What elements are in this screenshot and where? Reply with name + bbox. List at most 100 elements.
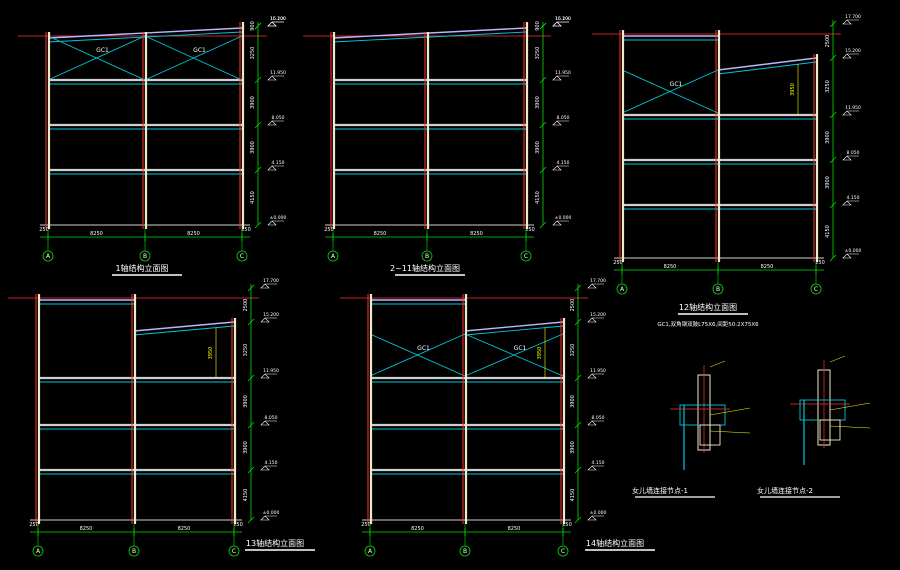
dimension-tick bbox=[247, 374, 255, 382]
storey-dimension-text: 4150 bbox=[243, 489, 249, 502]
note-dimension-text: 3950 bbox=[790, 83, 796, 96]
level-mark-text: ±0.000 bbox=[845, 248, 862, 254]
level-triangle bbox=[552, 75, 562, 81]
dimension-tick bbox=[254, 22, 262, 30]
brace-diagonal bbox=[144, 35, 243, 81]
end-dimension-text: 250 bbox=[233, 522, 243, 528]
brace-label: GC1 bbox=[514, 345, 527, 352]
level-mark-text: 8.050 bbox=[557, 115, 570, 121]
end-dimension-text: 250 bbox=[562, 522, 572, 528]
storey-dimension-text: 3900 bbox=[243, 441, 249, 454]
bay-dimension-text: 8250 bbox=[411, 526, 424, 532]
detail-title: 女儿墙连接节点-2 bbox=[757, 486, 813, 495]
dimension-tick bbox=[574, 421, 582, 429]
roof-beam-low bbox=[464, 321, 564, 332]
level-triangle bbox=[552, 21, 562, 27]
level-mark-text: 16.100 bbox=[270, 16, 286, 22]
end-dimension-text: 250 bbox=[525, 227, 535, 233]
dimension-tick bbox=[574, 516, 582, 524]
level-triangle bbox=[842, 200, 852, 206]
grid-label: C bbox=[524, 253, 528, 260]
parapet-detail-2: 女儿墙连接节点-2 bbox=[757, 355, 871, 498]
grid-label: A bbox=[620, 286, 625, 293]
annotation-leader bbox=[829, 425, 871, 429]
level-mark-text: 17.700 bbox=[590, 278, 606, 284]
grid-bubble bbox=[228, 545, 240, 557]
dimension-tick bbox=[539, 166, 547, 174]
storey-dimension-text: 3900 bbox=[243, 395, 249, 408]
grid-bubble bbox=[42, 250, 54, 262]
dimension-tick bbox=[829, 111, 837, 119]
level-mark-text: 4.150 bbox=[272, 160, 285, 166]
level-mark-text: 4.150 bbox=[592, 460, 605, 466]
storey-dimension-text: 2500 bbox=[570, 299, 576, 312]
dimension-tick bbox=[247, 284, 255, 292]
level-mark-text: 11.950 bbox=[590, 368, 606, 374]
bay-dimension-text: 8250 bbox=[508, 526, 521, 532]
roof-beam bbox=[332, 27, 527, 39]
bay-dimension-text: 8250 bbox=[374, 231, 387, 237]
grid-bubble bbox=[421, 250, 433, 262]
level-triangle bbox=[260, 465, 270, 471]
parapet-detail-1: 女儿墙连接节点-1 bbox=[632, 360, 751, 498]
brace-label: GC1 bbox=[417, 345, 430, 352]
level-triangle bbox=[587, 465, 597, 471]
level-mark-text: 15.200 bbox=[270, 16, 286, 22]
grid-bubble bbox=[712, 283, 724, 295]
dimension-tick bbox=[574, 466, 582, 474]
level-triangle bbox=[552, 120, 562, 126]
storey-dimension-text: 3900 bbox=[825, 176, 831, 189]
grid-label: A bbox=[46, 253, 51, 260]
level-triangle bbox=[267, 21, 277, 27]
level-triangle bbox=[552, 21, 562, 27]
elevation-title: 12轴结构立面图 bbox=[679, 302, 737, 312]
dimension-tick bbox=[247, 516, 255, 524]
grid-bubble bbox=[139, 250, 151, 262]
elevation-title: 2~11轴结构立面图 bbox=[390, 263, 460, 273]
level-triangle bbox=[587, 283, 597, 289]
level-mark-text: 17.700 bbox=[845, 14, 861, 20]
end-dimension-text: 250 bbox=[815, 260, 825, 266]
level-mark-text: ±0.000 bbox=[590, 510, 607, 516]
dimension-tick bbox=[539, 121, 547, 129]
bay-dimension-text: 8250 bbox=[80, 526, 93, 532]
dimension-tick bbox=[254, 166, 262, 174]
level-mark-text: 16.100 bbox=[555, 16, 571, 22]
storey-dimension-text: 3250 bbox=[250, 47, 256, 60]
grid-bubble bbox=[364, 545, 376, 557]
dimension-tick bbox=[247, 466, 255, 474]
annotation-leader bbox=[829, 402, 871, 411]
annotation-leader bbox=[709, 360, 726, 368]
level-triangle bbox=[587, 317, 597, 323]
dimension-tick bbox=[829, 254, 837, 262]
grid-label: C bbox=[240, 253, 244, 260]
storey-dimension-text: 3900 bbox=[250, 141, 256, 154]
storey-dimension-text: 2500 bbox=[825, 35, 831, 48]
annotation-leader bbox=[709, 430, 751, 434]
brace-diagonal bbox=[369, 333, 466, 377]
bay-dimension-text: 8250 bbox=[761, 264, 774, 270]
level-triangle bbox=[260, 373, 270, 379]
dimension-tick bbox=[574, 284, 582, 292]
level-mark-text: 11.950 bbox=[555, 70, 571, 76]
grid-bubble bbox=[810, 283, 822, 295]
roof-beam-low bbox=[717, 57, 817, 71]
level-mark-text: 4.150 bbox=[557, 160, 570, 166]
detail-title: 女儿墙连接节点-1 bbox=[632, 486, 688, 495]
grid-bubble bbox=[32, 545, 44, 557]
bay-dimension-text: 8250 bbox=[178, 526, 191, 532]
dimension-tick bbox=[247, 318, 255, 326]
grid-label: C bbox=[814, 286, 818, 293]
level-mark-text: ±0.000 bbox=[555, 215, 572, 221]
grid-label: C bbox=[561, 548, 565, 555]
level-triangle bbox=[587, 420, 597, 426]
grid-bubble bbox=[128, 545, 140, 557]
bay-dimension-text: 8250 bbox=[187, 231, 200, 237]
brace-label: GC1 bbox=[96, 47, 109, 54]
note-dimension-text: 3950 bbox=[537, 347, 543, 360]
brace-label: GC1 bbox=[670, 81, 683, 88]
grid-label: B bbox=[463, 548, 467, 555]
grid-label: B bbox=[143, 253, 147, 260]
roof-beam-low-lower bbox=[717, 61, 817, 75]
